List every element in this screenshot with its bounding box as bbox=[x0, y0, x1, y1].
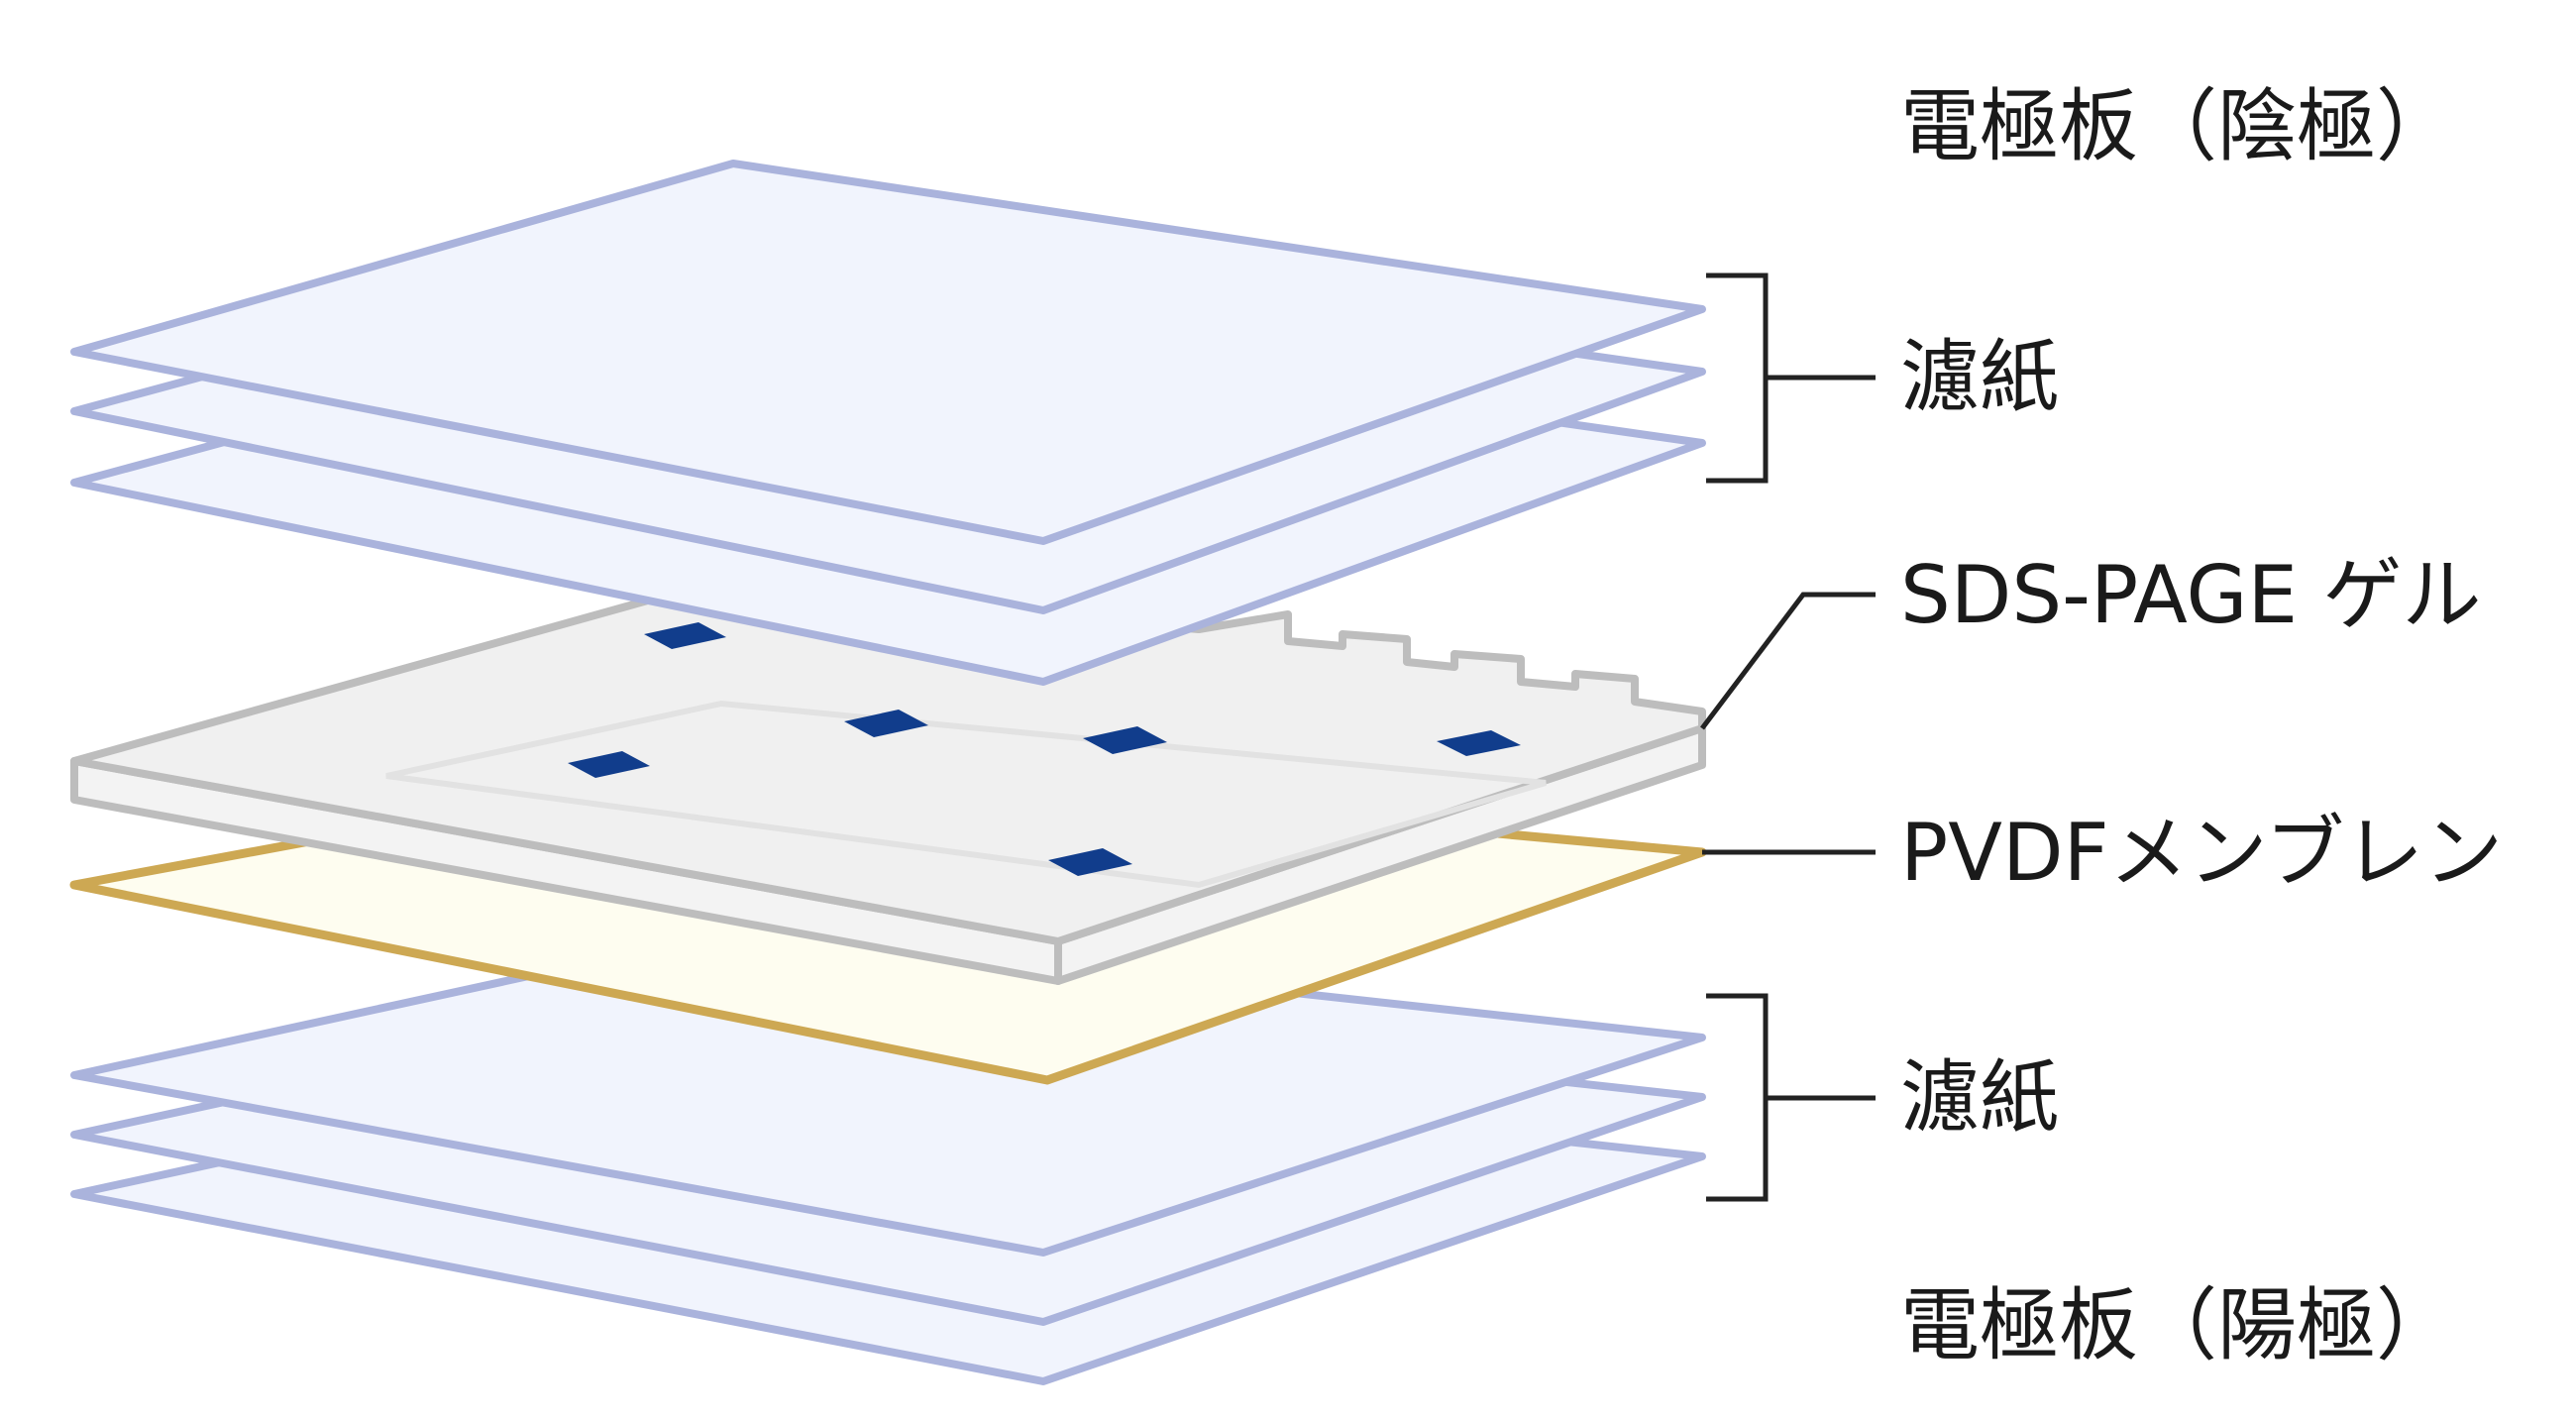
protein-band bbox=[568, 751, 650, 778]
label-gel: SDS-PAGE ゲル bbox=[1900, 549, 2481, 641]
sds-page-gel bbox=[70, 584, 1706, 985]
protein-band bbox=[644, 622, 726, 649]
filter-paper-bottom-1 bbox=[70, 928, 1706, 1257]
protein-band bbox=[1048, 848, 1132, 876]
label-membrane: PVDFメンブレン bbox=[1900, 807, 2503, 899]
bracket-filter-bottom bbox=[1706, 993, 1876, 1202]
filter-paper-stack-top bbox=[70, 160, 1706, 686]
filter-paper-stack-bottom bbox=[70, 928, 1706, 1385]
gel-inner-outline bbox=[385, 700, 1547, 889]
leader-gel bbox=[1700, 592, 1876, 730]
protein-band bbox=[844, 710, 928, 737]
label-filter-paper-top: 濾紙 bbox=[1900, 331, 2059, 423]
label-anode-plate: 電極板（陽極） bbox=[1900, 1279, 2455, 1371]
gel-top-face bbox=[70, 584, 1706, 945]
filter-paper-top-1 bbox=[70, 160, 1706, 545]
labels: 電極板（陰極） 濾紙 SDS-PAGE ゲル PVDFメンブレン 濾紙 電極板（… bbox=[1900, 80, 2503, 1371]
label-filter-paper-bottom: 濾紙 bbox=[1900, 1051, 2059, 1144]
protein-band bbox=[1437, 730, 1521, 756]
label-cathode-plate: 電極板（陰極） bbox=[1900, 80, 2455, 172]
bracket-filter-top bbox=[1706, 273, 1876, 484]
leader-lines bbox=[1700, 273, 1876, 1202]
protein-band bbox=[1083, 726, 1167, 754]
